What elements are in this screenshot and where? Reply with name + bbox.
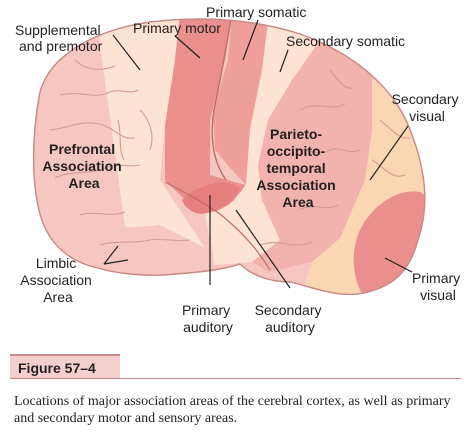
label-secondary-auditory: Secondary auditory [255, 302, 326, 335]
label-limbic: Limbic Association Area [20, 255, 95, 305]
figure-caption: Locations of major association areas of … [14, 394, 451, 426]
label-primary-visual: Primary visual [412, 270, 464, 303]
region-parieto-occipito-temporal [252, 40, 372, 272]
central-sulcus [211, 18, 233, 181]
region-primary-motor [165, 18, 245, 215]
figure-label: Figure 57–4 [18, 360, 96, 376]
region-primary-somatic [213, 18, 268, 185]
label-primary-auditory: Primary auditory [182, 302, 234, 335]
figure-divider [10, 378, 461, 379]
label-secondary-visual: Secondary visual [392, 91, 463, 124]
label-secondary-somatic: Secondary somatic [286, 33, 405, 49]
figure-label-tab: Figure 57–4 [10, 354, 120, 378]
label-supplemental-premotor: Supplemental and premotor [15, 22, 105, 54]
sulci-lines [49, 59, 411, 246]
label-primary-motor: Primary motor [133, 20, 221, 36]
region-primary-auditory [182, 182, 240, 214]
leader-lines [103, 19, 413, 289]
label-prefrontal: Prefrontal Association Area [42, 141, 125, 191]
lateral-fissure [164, 181, 271, 271]
label-primary-somatic: Primary somatic [206, 4, 306, 20]
label-parieto-occipito-temporal: Parieto- occipito- temporal Association … [256, 126, 339, 210]
